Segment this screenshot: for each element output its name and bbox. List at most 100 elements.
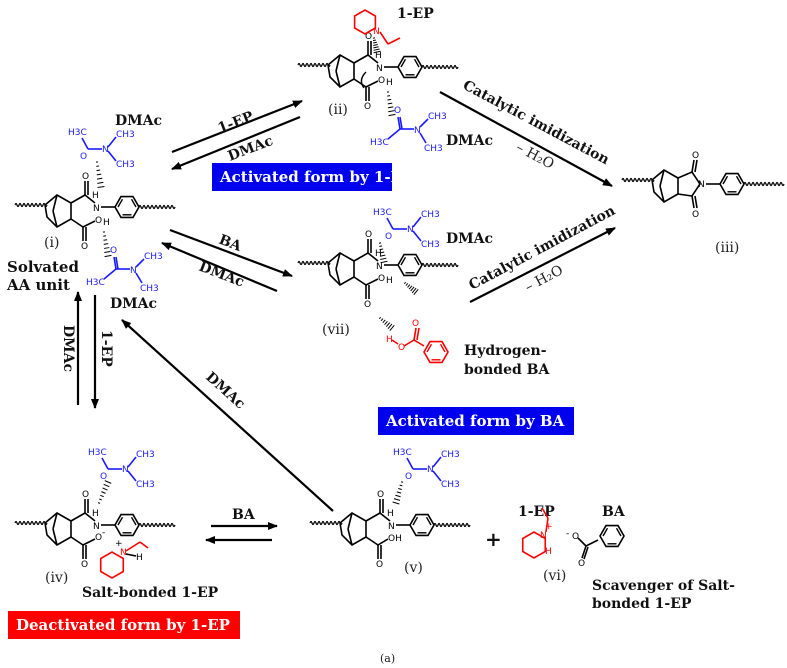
atom-label: N bbox=[388, 522, 395, 532]
label-i: (i) bbox=[44, 235, 59, 251]
activated-by-ba-box: Activated form by BA bbox=[378, 407, 574, 435]
atom-label: H bbox=[92, 191, 99, 201]
dmac-label-i-top: DMAc bbox=[115, 113, 162, 129]
deactivated-by-1ep-box: Deactivated form by 1-EP bbox=[8, 611, 240, 639]
atom-label: H bbox=[387, 509, 394, 519]
atom-label: O bbox=[376, 560, 383, 570]
plus-sign: + bbox=[485, 527, 502, 551]
atom-label: + bbox=[115, 539, 123, 549]
atom-label: CH3 bbox=[136, 480, 155, 490]
atom-label: O bbox=[385, 232, 392, 242]
dmac-label-vii: DMAc bbox=[446, 231, 493, 247]
atom-label: N bbox=[407, 225, 414, 235]
atom-label: H3C bbox=[88, 448, 107, 458]
atom-label: O bbox=[80, 152, 87, 162]
activated-by-1ep-box: Activated form by 1-EP bbox=[212, 163, 413, 191]
atom-label: O bbox=[100, 472, 107, 482]
arrow-vii-to-iii bbox=[469, 227, 616, 303]
atom-label: O bbox=[95, 533, 102, 543]
structure-labels: DMAc DMAc (i) Solvated AA unit 1-EP DMAc… bbox=[6, 6, 739, 665]
caption-vii-line1: Hydrogen- bbox=[464, 343, 547, 359]
atom-label: O bbox=[365, 230, 372, 240]
atom-label: O bbox=[378, 274, 385, 284]
atom-label: H3C bbox=[373, 208, 392, 218]
atom-label: CH3 bbox=[116, 130, 135, 140]
figure-label: (a) bbox=[380, 652, 395, 665]
atom-label: O bbox=[81, 242, 88, 252]
structure-iii: O O N bbox=[621, 151, 785, 220]
atom-label: H bbox=[386, 78, 393, 88]
atom-label: N bbox=[130, 266, 137, 276]
atom-label: H bbox=[375, 51, 382, 61]
atom-label: H bbox=[386, 276, 393, 286]
atom-label: N bbox=[427, 465, 434, 475]
arrow-label-ba-horizontal: BA bbox=[232, 507, 256, 523]
atom-label: - bbox=[102, 528, 105, 538]
atom-label: O bbox=[364, 300, 371, 310]
atom-label: O bbox=[405, 472, 412, 482]
atom-label: N bbox=[540, 531, 547, 541]
atom-label: CH3 bbox=[421, 210, 440, 220]
atom-label: CH3 bbox=[144, 252, 163, 262]
atom-label: O bbox=[692, 210, 699, 220]
atom-label: H3C bbox=[86, 278, 105, 288]
atom-label: O bbox=[572, 532, 579, 542]
arrow-label-h2o-2: – H₂O bbox=[522, 262, 565, 295]
atom-label: O bbox=[95, 216, 102, 226]
atom-label: O bbox=[364, 102, 371, 112]
atom-label: N bbox=[414, 126, 421, 136]
caption-vii-line2: bonded BA bbox=[464, 362, 550, 378]
atom-label: O bbox=[365, 32, 372, 42]
atom-label: O bbox=[82, 172, 89, 182]
arrow-ii-to-i bbox=[171, 115, 301, 171]
arrow-vii-to-i bbox=[161, 241, 278, 293]
atom-label: O bbox=[81, 560, 88, 570]
atom-label: CH3 bbox=[441, 480, 460, 490]
atom-label: H3C bbox=[370, 138, 389, 148]
arrow-label-1ep-forward: 1-EP bbox=[216, 108, 256, 136]
caption-i-line1: Solvated bbox=[7, 258, 79, 276]
arrow-i-to-vii bbox=[169, 228, 293, 278]
reaction-arrows bbox=[74, 91, 616, 544]
atom-label: N bbox=[376, 262, 383, 272]
atom-label: CH3 bbox=[421, 240, 440, 250]
atom-label: N bbox=[698, 180, 705, 190]
arrow-label-dmac-up: DMAc bbox=[60, 325, 76, 372]
atom-label: OH bbox=[388, 534, 402, 544]
label-iv: (iv) bbox=[45, 570, 68, 586]
atom-label: H3C bbox=[393, 448, 412, 458]
atom-label: CH3 bbox=[136, 450, 155, 460]
atom-label: H bbox=[103, 218, 110, 228]
atom-label: + bbox=[545, 522, 553, 532]
caption-iv: Salt-bonded 1-EP bbox=[82, 585, 219, 601]
atom-label: CH3 bbox=[428, 112, 447, 122]
atom-label: - bbox=[566, 529, 569, 539]
atom-label: N bbox=[102, 145, 109, 155]
atom-label: CH3 bbox=[441, 450, 460, 460]
ba-label-vi: BA bbox=[602, 504, 626, 520]
atom-label: H bbox=[136, 553, 143, 563]
atom-label: O bbox=[692, 151, 699, 161]
atom-label: N bbox=[93, 522, 100, 532]
atom-label: H bbox=[375, 249, 382, 259]
atom-label: CH3 bbox=[424, 144, 443, 154]
atom-label: CH3 bbox=[116, 160, 135, 170]
atom-label: O bbox=[378, 76, 385, 86]
atom-label: CH3 bbox=[140, 284, 159, 294]
atom-label: N bbox=[373, 27, 380, 37]
atom-label: O bbox=[578, 559, 585, 569]
atom-label: O bbox=[110, 246, 117, 256]
arrow-label-dmac-diagonal: DMAc bbox=[202, 369, 248, 412]
label-iii: (iii) bbox=[715, 240, 739, 256]
ep-label-ii: 1-EP bbox=[397, 6, 434, 22]
atom-label: N bbox=[120, 548, 127, 558]
